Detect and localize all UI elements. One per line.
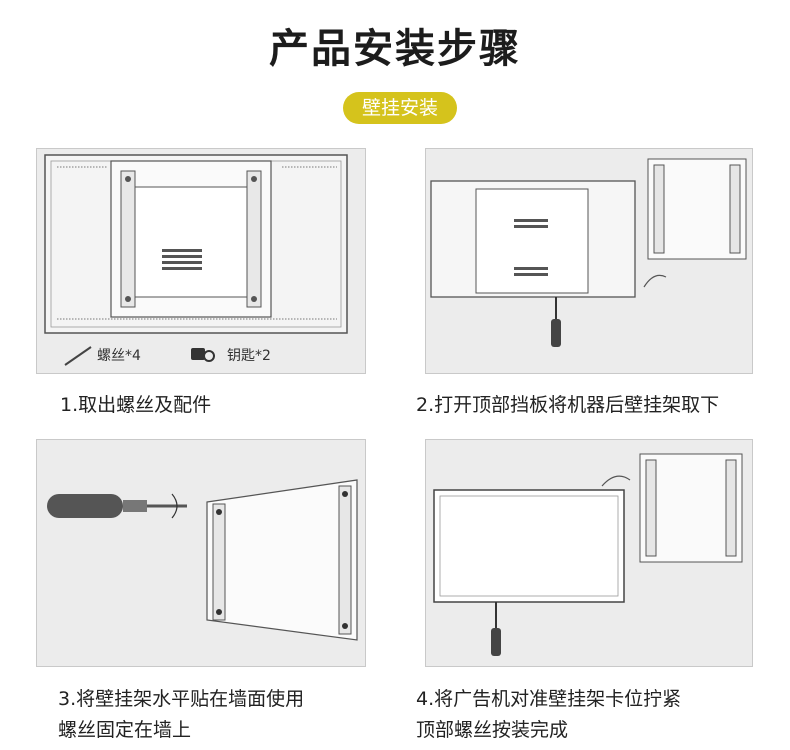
screw-icon [64,346,92,366]
rotate-arrow-icon [601,475,631,487]
wall-bracket-icon [639,453,743,563]
wall-mount-diagram [47,479,358,641]
step-2-illustration [425,148,753,374]
screw-legend-label: 螺丝*4 [97,348,141,364]
screwdriver-icon [47,494,187,518]
display-frame-icon [433,489,625,603]
step-1-caption: 1.取出螺丝及配件 [60,394,212,416]
step-1-illustration: 螺丝*4 钥匙*2 [36,148,366,374]
page-title: 产品安装步骤 [269,26,521,72]
bracket-removal-diagram [430,158,747,347]
step-3-caption-line2: 螺丝固定在墙上 [58,719,192,741]
step-3-caption-line1: 3.将壁挂架水平贴在墙面使用 [58,688,305,710]
screwdriver-icon [491,602,501,656]
screwdriver-icon [551,297,561,347]
step-4-caption-line1: 4.将广告机对准壁挂架卡位拧紧 [416,688,682,710]
wall-bracket-icon [206,479,358,641]
key-legend-label: 钥匙*2 [227,348,271,364]
step-3-illustration [36,439,366,667]
display-hang-diagram [433,453,743,656]
key-icon [191,348,215,362]
display-back-diagram [44,154,348,334]
rotate-arrow-icon [171,493,178,519]
step-4-illustration [425,439,753,667]
step-4-caption-line2: 顶部螺丝按装完成 [416,719,569,741]
step-2-caption: 2.打开顶部挡板将机器后壁挂架取下 [416,394,720,416]
section-badge: 壁挂安装 [343,92,457,124]
